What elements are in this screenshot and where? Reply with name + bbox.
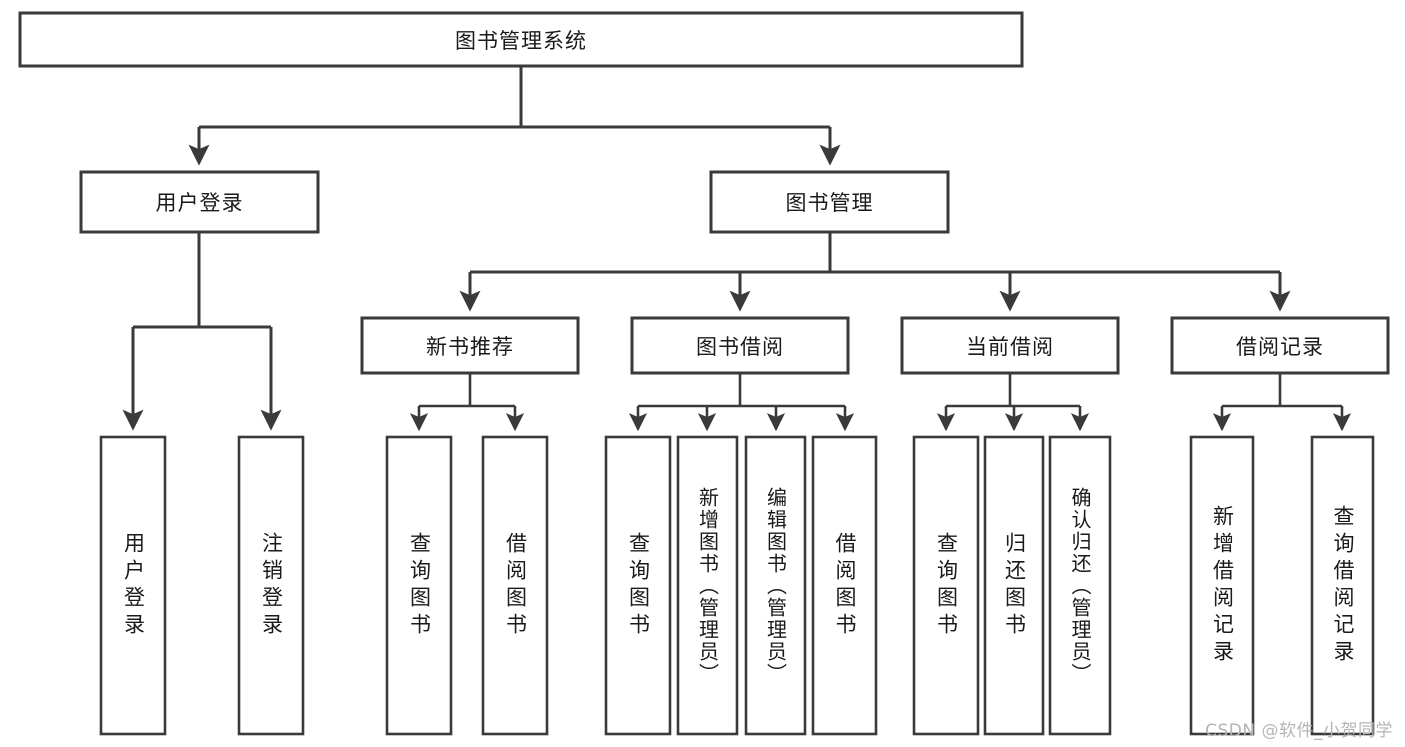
node-leaf-edit-book[interactable]	[744, 435, 807, 736]
node-leaf-return-book[interactable]	[983, 435, 1045, 736]
node-leaf-query-record[interactable]	[1310, 435, 1375, 736]
node-root-book-management-system[interactable]	[18, 11, 1024, 68]
node-leaf-user-login[interactable]	[99, 435, 167, 736]
node-book-borrow[interactable]	[630, 316, 850, 375]
node-user-login[interactable]	[79, 170, 320, 234]
node-leaf-add-book[interactable]	[676, 435, 739, 736]
node-leaf-query-book-3[interactable]	[912, 435, 980, 736]
node-leaf-query-book-2[interactable]	[604, 435, 672, 736]
node-current-borrow[interactable]	[900, 316, 1120, 375]
node-leaf-query-book-1[interactable]	[385, 435, 453, 736]
node-leaf-logout[interactable]	[237, 435, 305, 736]
node-borrow-record[interactable]	[1170, 316, 1390, 375]
node-leaf-add-record[interactable]	[1189, 435, 1255, 736]
node-book-management[interactable]	[709, 170, 950, 234]
csdn-watermark: CSDN @软件_小贺同学	[1205, 721, 1393, 741]
node-leaf-borrow-book-2[interactable]	[811, 435, 878, 736]
node-leaf-confirm-return[interactable]	[1048, 435, 1112, 736]
node-new-book-recommend[interactable]	[360, 316, 580, 375]
node-leaf-borrow-book-1[interactable]	[481, 435, 549, 736]
